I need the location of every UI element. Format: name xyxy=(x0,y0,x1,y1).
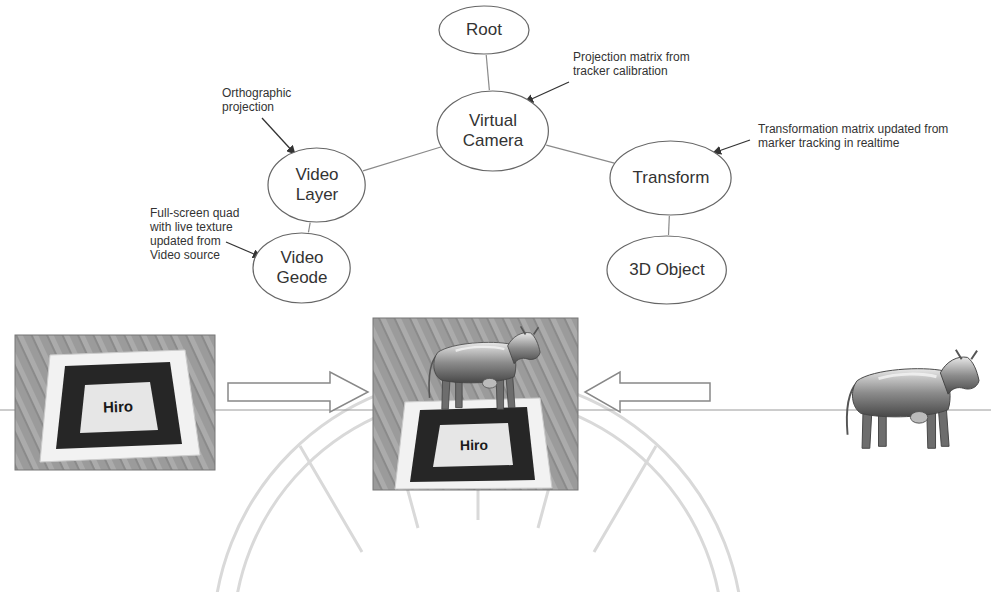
watermark xyxy=(300,395,656,552)
label-holder: Hiro xyxy=(98,397,139,416)
block-arrow xyxy=(585,372,710,412)
augmented-photo xyxy=(433,423,513,467)
geode-node: Video Geode xyxy=(252,232,351,304)
node-label: Virtual Camera xyxy=(458,111,528,150)
augmented-photo xyxy=(373,318,578,490)
node-ellipse xyxy=(607,236,726,304)
node-ellipse xyxy=(439,6,529,54)
graph-edge xyxy=(668,216,670,235)
marker-text: Hiro xyxy=(98,397,139,416)
node-ellipse xyxy=(437,91,548,171)
leader-arrow xyxy=(525,82,569,102)
layer-node: Video Layer xyxy=(267,147,366,223)
graph-edge xyxy=(363,147,441,171)
node-label: Transform xyxy=(633,168,710,188)
marker-photo xyxy=(80,382,158,433)
augmented-photo xyxy=(373,318,578,490)
marker-photo xyxy=(15,335,215,470)
callout-note: Orthographic projection xyxy=(222,86,302,114)
leader-arrow xyxy=(226,242,261,257)
node-label: Root xyxy=(466,20,502,40)
augmented-photo xyxy=(395,398,552,489)
marker-photo xyxy=(15,335,215,470)
object-node: 3D Object xyxy=(606,235,727,305)
marker-photo xyxy=(40,350,200,462)
augmented-photo xyxy=(429,326,540,409)
graph-edge xyxy=(308,223,310,233)
watermark xyxy=(213,375,743,592)
leader-arrow xyxy=(226,82,750,257)
leader-arrow xyxy=(713,140,750,153)
node-label: 3D Object xyxy=(629,260,705,280)
augmented-photo xyxy=(410,407,535,482)
callout-note: Projection matrix from tracker calibrati… xyxy=(573,50,723,78)
label-holder: Hiro xyxy=(454,437,494,454)
transform-node: Transform xyxy=(609,140,732,216)
leader-arrow xyxy=(262,118,295,154)
node-ellipse xyxy=(610,141,731,215)
watermark xyxy=(233,395,723,592)
marker-photo xyxy=(56,362,182,449)
node-label: Video Geode xyxy=(272,248,332,287)
label-holder: Full-screen quad with live texture updat… xyxy=(150,206,250,262)
graph-edge xyxy=(486,55,489,90)
label-holder: Orthographic projection xyxy=(222,86,302,114)
block-arrow xyxy=(228,372,368,412)
cow-model xyxy=(847,350,979,449)
label-holder: Projection matrix from tracker calibrati… xyxy=(573,50,723,78)
marker-text: Hiro xyxy=(454,437,494,454)
graph-edge xyxy=(546,145,614,163)
node-ellipse xyxy=(268,148,365,222)
label-holder: Transformation matrix updated from marke… xyxy=(758,122,958,150)
camera-node: Virtual Camera xyxy=(436,90,549,172)
watermark xyxy=(213,375,743,592)
block-arrow xyxy=(228,372,710,412)
root-node: Root xyxy=(438,5,530,55)
callout-note: Transformation matrix updated from marke… xyxy=(758,122,958,150)
node-ellipse xyxy=(253,233,350,303)
cow-model xyxy=(847,350,979,449)
callout-note: Full-screen quad with live texture updat… xyxy=(150,206,250,262)
node-label: Video Layer xyxy=(287,165,347,204)
